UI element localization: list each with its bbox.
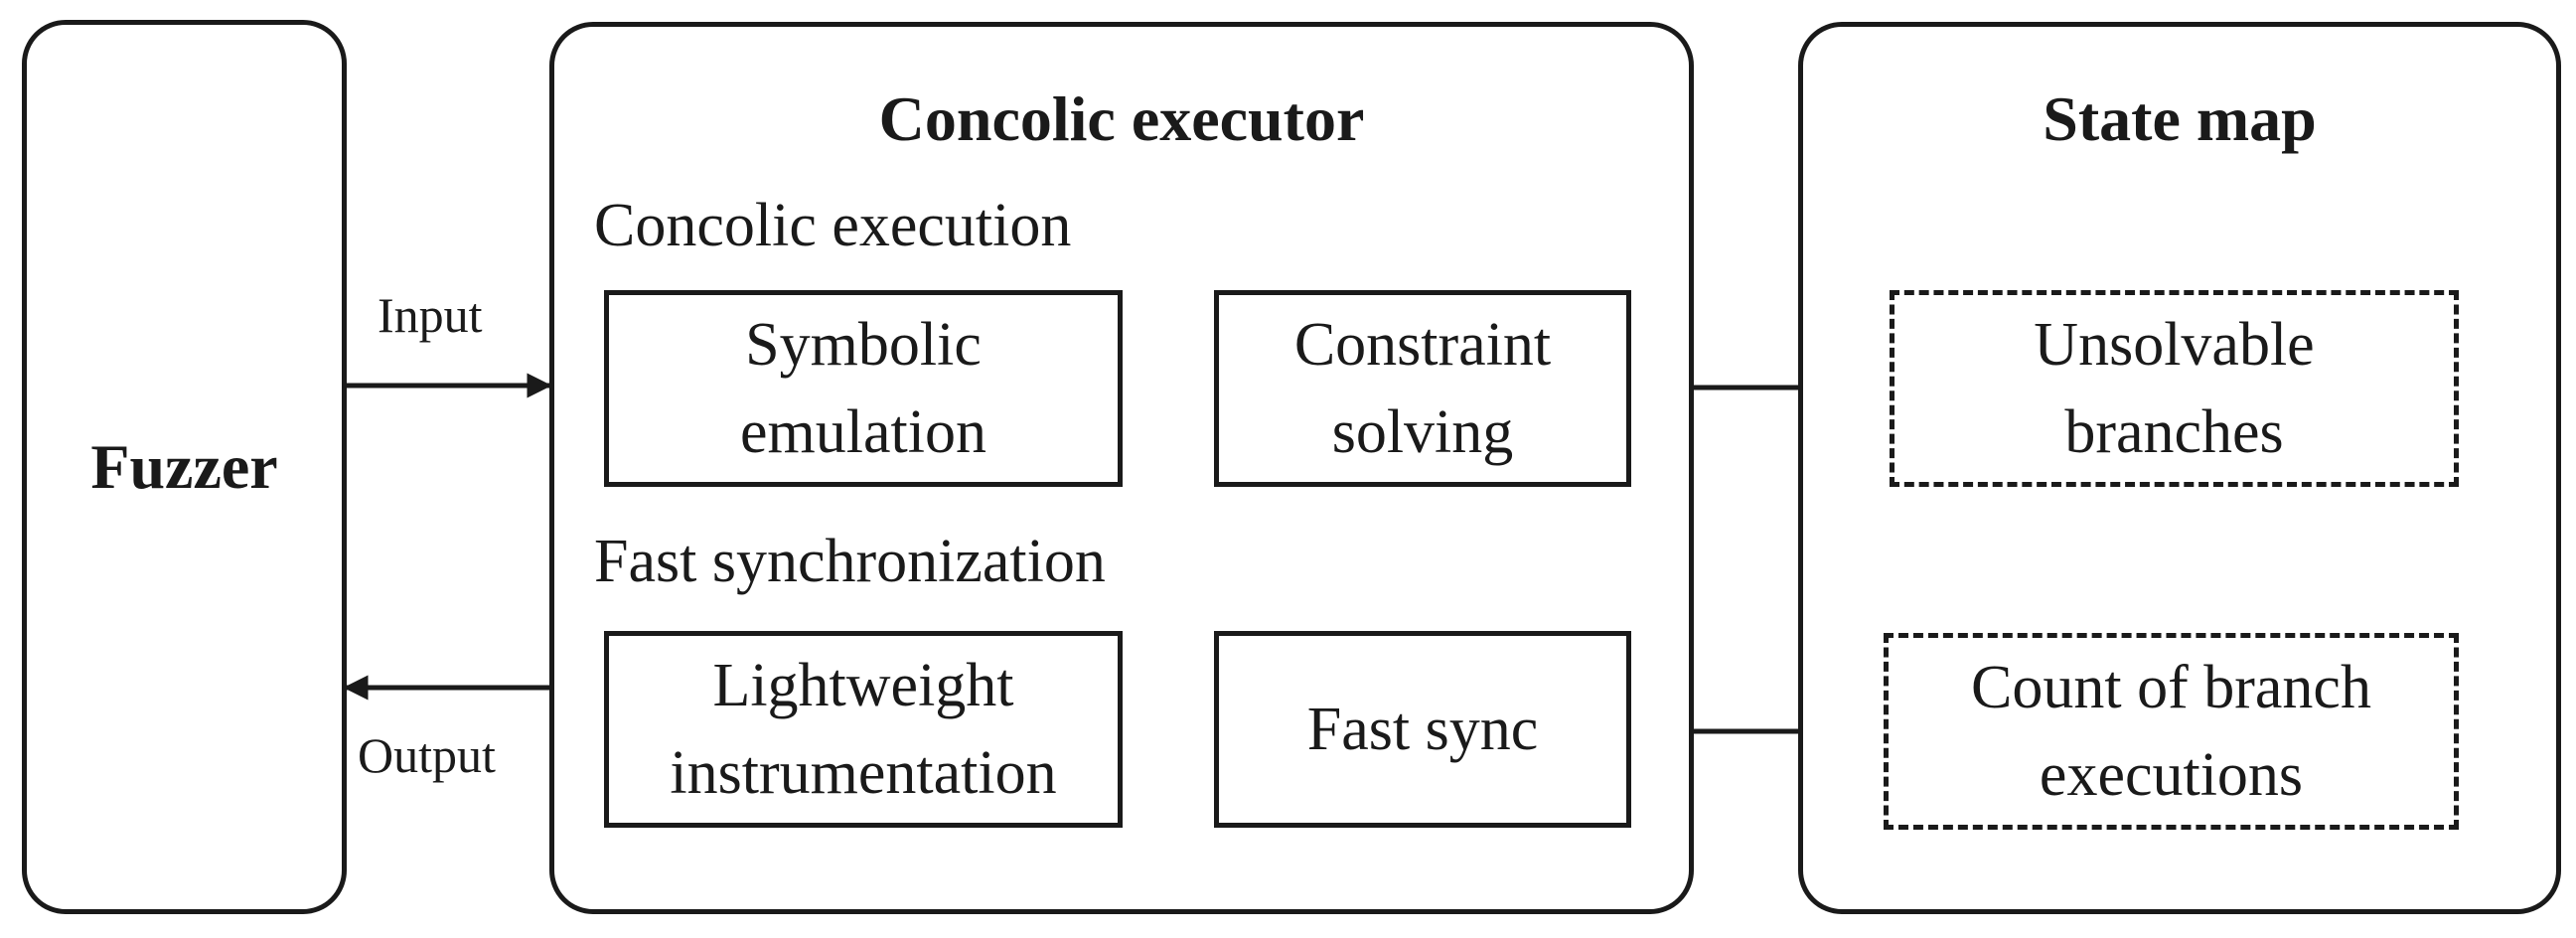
fast-sync-box: Fast sync (1214, 631, 1631, 828)
fuzzer-panel: Fuzzer (22, 20, 347, 914)
unsolvable-branches-line-2: branches (2064, 398, 2284, 466)
unsolvable-branches-line-1: Unsolvable (2034, 311, 2315, 379)
lightweight-instrumentation-box: Lightweight instrumentation (604, 631, 1123, 828)
output-label: Output (358, 727, 496, 783)
count-of-branch-executions-line-2: executions (2039, 741, 2304, 809)
lightweight-instrumentation-line-1: Lightweight (712, 652, 1014, 719)
lightweight-instrumentation-line-2: instrumentation (670, 739, 1057, 807)
symbolic-emulation-box: Symbolic emulation (604, 290, 1123, 487)
symbolic-emulation-line-2: emulation (740, 398, 986, 466)
concolic-executor-title: Concolic executor (878, 83, 1365, 154)
constraint-solving-box: Constraint solving (1214, 290, 1631, 487)
fuzzer-label: Fuzzer (90, 431, 278, 502)
state-map-title: State map (2043, 83, 2317, 154)
input-label: Input (378, 287, 483, 343)
constraint-solving-line-2: solving (1331, 398, 1514, 466)
unsolvable-branches-box: Unsolvable branches (1890, 290, 2459, 487)
fast-sync-line-1: Fast sync (1306, 696, 1539, 763)
count-of-branch-executions-box: Count of branch executions (1884, 633, 2459, 830)
count-of-branch-executions-line-1: Count of branch (1971, 654, 2371, 721)
fast-synchronization-label: Fast synchronization (594, 528, 1106, 595)
constraint-solving-line-1: Constraint (1293, 311, 1552, 379)
concolic-execution-label: Concolic execution (594, 192, 1072, 259)
symbolic-emulation-line-1: Symbolic (745, 311, 982, 379)
